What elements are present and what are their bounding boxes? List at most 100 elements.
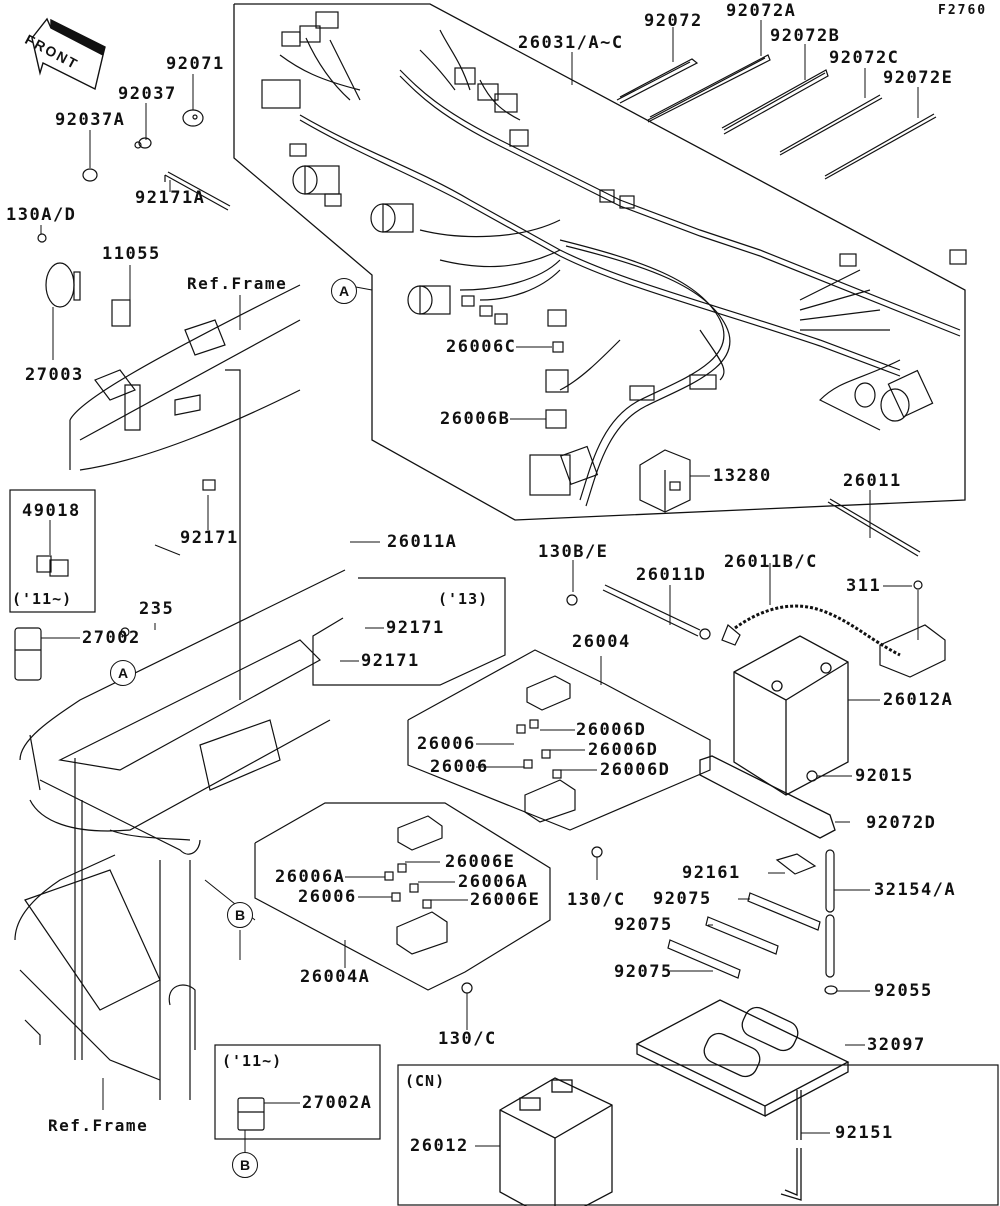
battery-26012 bbox=[499, 1077, 613, 1206]
part-label-92037[interactable]: 92037 bbox=[118, 84, 177, 104]
part-label-32097[interactable]: 32097 bbox=[867, 1035, 926, 1055]
part-label-92072a[interactable]: 92072A bbox=[726, 1, 797, 21]
relay-27002A bbox=[237, 1097, 265, 1131]
bolt-130C-1 bbox=[591, 846, 603, 858]
rear-frame bbox=[14, 369, 346, 1100]
figure-id: F2760 bbox=[938, 3, 988, 18]
part-label-92072c[interactable]: 92072C bbox=[829, 48, 900, 68]
part-label-26011a[interactable]: 26011A bbox=[387, 532, 458, 552]
part-label-92171-a[interactable]: 92171 bbox=[386, 618, 445, 638]
leader-lines bbox=[40, 20, 919, 1152]
tray-32097 bbox=[635, 999, 850, 1118]
ref-frame-label-top: Ref.Frame bbox=[187, 274, 288, 293]
part-label-26012[interactable]: 26012 bbox=[410, 1136, 469, 1156]
callout-b-frame[interactable]: B bbox=[227, 902, 253, 928]
battery-26012A bbox=[733, 635, 849, 796]
part-label-26006d-3[interactable]: 26006D bbox=[600, 760, 671, 780]
bolt-130C-2 bbox=[461, 982, 473, 994]
pad-92161 bbox=[775, 853, 817, 875]
note-year-13: ('13) bbox=[438, 590, 489, 608]
j-bolt-92151 bbox=[780, 1090, 802, 1201]
relay-27002 bbox=[14, 627, 42, 681]
front-arrow bbox=[31, 17, 106, 91]
callout-b-relay[interactable]: B bbox=[232, 1152, 258, 1178]
part-label-13280[interactable]: 13280 bbox=[713, 466, 772, 486]
part-label-92075-3[interactable]: 92075 bbox=[614, 962, 673, 982]
note-cn: (CN) bbox=[405, 1072, 446, 1090]
part-label-130c-2[interactable]: 130/C bbox=[438, 1029, 497, 1049]
part-49018-shape bbox=[36, 555, 69, 577]
callout-a-harness[interactable]: A bbox=[331, 278, 357, 304]
battery-holder-92072D bbox=[699, 755, 836, 839]
cable-ties bbox=[616, 54, 937, 180]
part-label-49018[interactable]: 49018 bbox=[22, 501, 81, 521]
part-label-26006-3[interactable]: 26006 bbox=[298, 887, 357, 907]
part-label-311[interactable]: 311 bbox=[846, 576, 882, 596]
part-label-92072b[interactable]: 92072B bbox=[770, 26, 841, 46]
fuse-box-26004A bbox=[384, 815, 448, 955]
bolt-235 bbox=[120, 627, 130, 637]
washer-92055 bbox=[824, 985, 838, 995]
battery-cables bbox=[602, 498, 946, 678]
box-y13 bbox=[312, 577, 506, 686]
rod-32154A bbox=[825, 849, 835, 978]
part-label-92071[interactable]: 92071 bbox=[166, 54, 225, 74]
part-label-130a-d[interactable]: 130A/D bbox=[6, 205, 77, 225]
part-label-26031[interactable]: 26031/A~C bbox=[518, 33, 624, 53]
part-label-26006d-1[interactable]: 26006D bbox=[576, 720, 647, 740]
part-label-26006a-1[interactable]: 26006A bbox=[275, 867, 346, 887]
part-label-92171-top[interactable]: 92171 bbox=[180, 528, 239, 548]
part-label-26006e-2[interactable]: 26006E bbox=[470, 890, 541, 910]
part-label-92161[interactable]: 92161 bbox=[682, 863, 741, 883]
part-label-26006-1[interactable]: 26006 bbox=[417, 734, 476, 754]
part-label-92072e[interactable]: 92072E bbox=[883, 68, 954, 88]
part-label-26004a[interactable]: 26004A bbox=[300, 967, 371, 987]
part-label-92015[interactable]: 92015 bbox=[855, 766, 914, 786]
box-cn bbox=[397, 1064, 999, 1206]
part-label-27003[interactable]: 27003 bbox=[25, 365, 84, 385]
bolt-130BE bbox=[566, 594, 578, 606]
part-label-26011d[interactable]: 26011D bbox=[636, 565, 707, 585]
harness-group-outline bbox=[233, 3, 966, 521]
part-label-26006d-2[interactable]: 26006D bbox=[588, 740, 659, 760]
wiring-harness bbox=[279, 29, 961, 507]
part-label-27002[interactable]: 27002 bbox=[82, 628, 141, 648]
pads-92075 bbox=[667, 892, 821, 979]
part-label-130b-e[interactable]: 130B/E bbox=[538, 542, 609, 562]
part-label-92072[interactable]: 92072 bbox=[644, 11, 703, 31]
part-label-235[interactable]: 235 bbox=[139, 599, 175, 619]
part-label-26012a[interactable]: 26012A bbox=[883, 690, 954, 710]
part-label-26006a-2[interactable]: 26006A bbox=[458, 872, 529, 892]
part-label-26004[interactable]: 26004 bbox=[572, 632, 631, 652]
note-year-11-a: ('11~) bbox=[12, 590, 73, 608]
part-label-26011b-c[interactable]: 26011B/C bbox=[724, 552, 818, 572]
part-label-92171-b[interactable]: 92171 bbox=[361, 651, 420, 671]
part-label-92055[interactable]: 92055 bbox=[874, 981, 933, 1001]
group-26004A bbox=[254, 802, 551, 991]
note-year-11-b: ('11~) bbox=[222, 1052, 283, 1070]
part-label-92151[interactable]: 92151 bbox=[835, 1123, 894, 1143]
part-label-92037a[interactable]: 92037A bbox=[55, 110, 126, 130]
part-label-27002a[interactable]: 27002A bbox=[302, 1093, 373, 1113]
small-parts-left bbox=[37, 109, 231, 327]
case-13280 bbox=[639, 449, 691, 513]
part-label-11055[interactable]: 11055 bbox=[102, 244, 161, 264]
part-label-92075-2[interactable]: 92075 bbox=[614, 915, 673, 935]
part-label-92072d[interactable]: 92072D bbox=[866, 813, 937, 833]
relay-holder-26006B bbox=[529, 409, 599, 496]
part-label-26006e-1[interactable]: 26006E bbox=[445, 852, 516, 872]
part-label-92075-1[interactable]: 92075 bbox=[653, 889, 712, 909]
part-label-26006b[interactable]: 26006B bbox=[440, 409, 511, 429]
callout-a-frame[interactable]: A bbox=[110, 660, 136, 686]
fuse-box-26004 bbox=[516, 675, 576, 823]
part-label-26006-2[interactable]: 26006 bbox=[430, 757, 489, 777]
part-label-26006c[interactable]: 26006C bbox=[446, 337, 517, 357]
part-label-32154a[interactable]: 32154/A bbox=[874, 880, 957, 900]
part-label-130c-1[interactable]: 130/C bbox=[567, 890, 626, 910]
box-49018 bbox=[9, 489, 96, 613]
part-label-92171a[interactable]: 92171A bbox=[135, 188, 206, 208]
part-label-26011[interactable]: 26011 bbox=[843, 471, 902, 491]
harness-connectors bbox=[261, 11, 967, 422]
